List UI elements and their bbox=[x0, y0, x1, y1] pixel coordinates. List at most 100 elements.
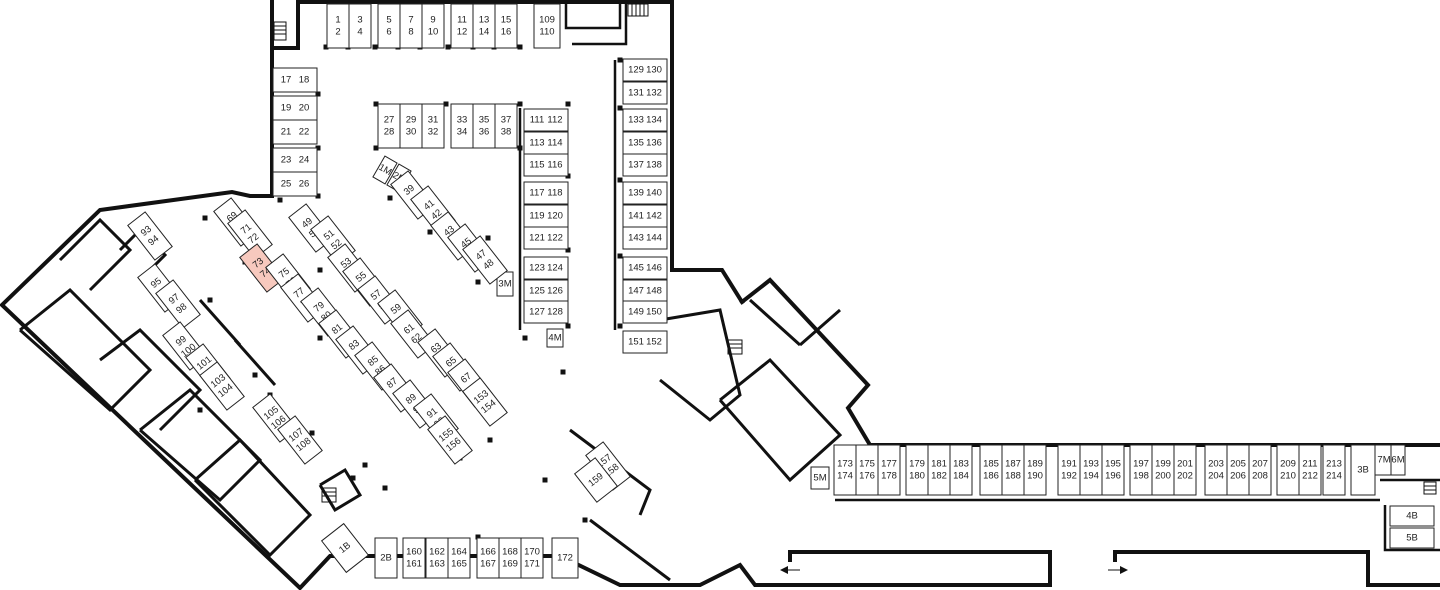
stall-box[interactable] bbox=[155, 279, 201, 329]
stall-box[interactable] bbox=[855, 444, 879, 496]
parking-stall-2B[interactable]: 2B bbox=[374, 537, 398, 579]
stall-box[interactable] bbox=[372, 155, 398, 185]
stall-box[interactable] bbox=[1079, 444, 1103, 496]
parking-stall-5M[interactable]: 5M bbox=[810, 466, 830, 490]
stall-box[interactable] bbox=[1248, 444, 1272, 496]
stall-box[interactable] bbox=[622, 226, 668, 250]
stall-box[interactable] bbox=[573, 457, 619, 503]
stall-box[interactable] bbox=[949, 444, 973, 496]
stall-box[interactable] bbox=[476, 537, 500, 579]
stall-box[interactable] bbox=[399, 103, 423, 149]
stall-box[interactable] bbox=[622, 204, 668, 228]
stall-box[interactable] bbox=[1001, 444, 1025, 496]
stall-box[interactable] bbox=[277, 415, 323, 465]
stall-box[interactable] bbox=[551, 537, 579, 579]
stall-box[interactable] bbox=[546, 328, 564, 348]
parking-stall-3B[interactable]: 3B bbox=[1350, 444, 1376, 496]
stall-box[interactable] bbox=[533, 3, 561, 49]
stall-box[interactable] bbox=[523, 181, 569, 205]
stall-box[interactable] bbox=[450, 3, 474, 49]
stall-box[interactable] bbox=[523, 300, 569, 324]
stall-box[interactable] bbox=[399, 3, 423, 49]
stall-box[interactable] bbox=[1057, 444, 1081, 496]
stall-box[interactable] bbox=[523, 204, 569, 228]
stall-box[interactable] bbox=[622, 330, 668, 354]
stall-box[interactable] bbox=[979, 444, 1003, 496]
stall-box[interactable] bbox=[1151, 444, 1175, 496]
stall-box[interactable] bbox=[1101, 444, 1125, 496]
parking-stall-6M[interactable]: 6M bbox=[1390, 444, 1406, 476]
stall-box[interactable] bbox=[523, 226, 569, 250]
stall-box[interactable] bbox=[622, 279, 668, 303]
stall-box[interactable] bbox=[377, 3, 401, 49]
stall-box[interactable] bbox=[622, 181, 668, 205]
stall-box[interactable] bbox=[523, 279, 569, 303]
stall-box[interactable] bbox=[272, 67, 318, 93]
stall-box[interactable] bbox=[1390, 444, 1406, 476]
stall-box[interactable] bbox=[1023, 444, 1047, 496]
stall-box[interactable] bbox=[810, 466, 830, 490]
stall-box[interactable] bbox=[1204, 444, 1228, 496]
stall-box[interactable] bbox=[498, 537, 522, 579]
stall-box[interactable] bbox=[1298, 444, 1322, 496]
stall-box[interactable] bbox=[523, 131, 569, 155]
stall-box[interactable] bbox=[494, 103, 518, 149]
stall-box[interactable] bbox=[450, 103, 474, 149]
stall-box[interactable] bbox=[272, 95, 318, 121]
stall-box[interactable] bbox=[622, 256, 668, 280]
stall-box[interactable] bbox=[272, 147, 318, 173]
stall-box[interactable] bbox=[1389, 505, 1435, 527]
parking-stall-172[interactable]: 172 bbox=[551, 537, 579, 579]
stall-box[interactable] bbox=[421, 103, 445, 149]
stall-box[interactable] bbox=[622, 300, 668, 324]
stall-box[interactable] bbox=[1322, 444, 1346, 496]
stall-box[interactable] bbox=[377, 103, 401, 149]
parking-stall-4M[interactable]: 4M bbox=[546, 328, 564, 348]
stall-box[interactable] bbox=[622, 131, 668, 155]
stall-box[interactable] bbox=[927, 444, 951, 496]
stall-box[interactable] bbox=[326, 3, 350, 49]
stall-box[interactable] bbox=[1226, 444, 1250, 496]
stall-box[interactable] bbox=[494, 3, 518, 49]
stall-box[interactable] bbox=[462, 377, 508, 427]
stall-box[interactable] bbox=[833, 444, 857, 496]
stall-box[interactable] bbox=[1350, 444, 1376, 496]
